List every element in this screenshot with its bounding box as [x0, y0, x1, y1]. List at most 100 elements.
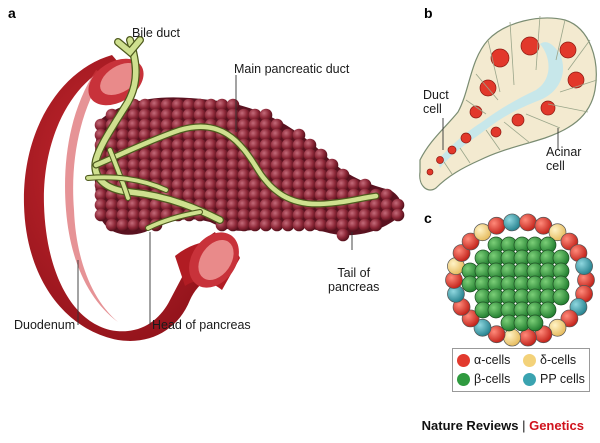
footer-credit: Nature Reviews | Genetics [422, 418, 584, 433]
lobule [325, 168, 339, 182]
lobule [226, 168, 240, 182]
lobule [292, 218, 306, 232]
islet-legend: α-cells δ-cells β-cells PP cells [452, 348, 590, 392]
cell-nucleus [559, 41, 577, 59]
legend-label: β-cells [474, 372, 511, 386]
lobule [248, 218, 262, 232]
lobule [193, 188, 207, 202]
lobule [336, 168, 350, 182]
lobule [215, 198, 229, 212]
lobule [116, 198, 130, 212]
lobule [149, 158, 163, 172]
leader-lines-b [442, 118, 559, 150]
lobule [160, 148, 174, 162]
lobule [193, 108, 207, 122]
legend-swatch [523, 372, 536, 386]
lobule [127, 128, 141, 142]
lobule [127, 118, 141, 132]
lobule [127, 218, 141, 232]
lobule [292, 128, 306, 142]
lobule [149, 198, 163, 212]
cell-nucleus [469, 105, 483, 119]
lobule [270, 158, 284, 172]
cell-nucleus [511, 113, 525, 127]
lobule [314, 208, 328, 222]
lobule [204, 158, 218, 172]
lobule [138, 118, 152, 132]
lobule [193, 148, 207, 162]
lobule [182, 158, 196, 172]
islet-cell-outer [519, 213, 537, 232]
lobule [314, 168, 328, 182]
duodenum-bottom-opening [175, 232, 240, 290]
panel-label-c: c [424, 210, 432, 226]
lobule [358, 208, 372, 222]
lobule [182, 138, 196, 152]
lobule [281, 168, 295, 182]
footer-separator: | [518, 418, 530, 433]
cell-nucleus [460, 132, 472, 144]
lobule [303, 178, 317, 192]
lobule [259, 138, 273, 152]
lobule [237, 128, 251, 142]
lobule [292, 158, 306, 172]
legend-swatch [457, 372, 470, 386]
label-head-of-pancreas: Head of pancreas [152, 318, 251, 332]
lobule [193, 98, 207, 112]
legend-label: α-cells [474, 353, 511, 367]
lobule [215, 178, 229, 192]
lobule [259, 218, 273, 232]
islet-cell-outer [575, 257, 593, 275]
lobule [94, 118, 108, 132]
lobule [94, 198, 108, 212]
islet-cell-outer [503, 213, 521, 232]
cell-nucleus [567, 71, 585, 89]
legend-alpha: α-cells [457, 353, 510, 367]
lobule [116, 208, 130, 222]
label-bile-duct: Bile duct [132, 26, 180, 40]
lobule [336, 178, 350, 192]
lobule [380, 188, 394, 202]
lobule [248, 118, 262, 132]
islet-cell-outer [473, 318, 492, 337]
lobule [303, 218, 317, 232]
lobule [259, 128, 273, 142]
lobule [281, 138, 295, 152]
lobule [237, 108, 251, 122]
lobule [259, 108, 273, 122]
lobule [116, 128, 130, 142]
lobule [226, 158, 240, 172]
lobule [270, 138, 284, 152]
lobule [160, 108, 174, 122]
lobule [237, 178, 251, 192]
lobule [248, 198, 262, 212]
islet-cell-outer [519, 328, 537, 347]
lobule [171, 138, 185, 152]
lobule [281, 158, 295, 172]
lobule [215, 158, 229, 172]
lobule [160, 158, 174, 172]
lobule [193, 128, 207, 142]
lobule [325, 208, 339, 222]
lobule [237, 168, 251, 182]
lobule [325, 158, 339, 172]
lobule [248, 138, 262, 152]
lobule [138, 158, 152, 172]
pancreatic-ducts [85, 36, 380, 231]
lobule [369, 218, 383, 232]
islet-cell-outer [503, 328, 521, 347]
lobule [94, 188, 108, 202]
lobule [215, 108, 229, 122]
lobule [303, 148, 317, 162]
lobule [303, 138, 317, 152]
legend-delta: δ-cells [523, 353, 576, 367]
lobule [182, 178, 196, 192]
lobule [215, 168, 229, 182]
lobule [391, 198, 405, 212]
islet-cell-beta [539, 301, 557, 319]
lobule [204, 98, 218, 112]
lobule [105, 198, 119, 212]
legend-label: PP cells [540, 372, 585, 386]
lobule [171, 168, 185, 182]
lobule [160, 138, 174, 152]
